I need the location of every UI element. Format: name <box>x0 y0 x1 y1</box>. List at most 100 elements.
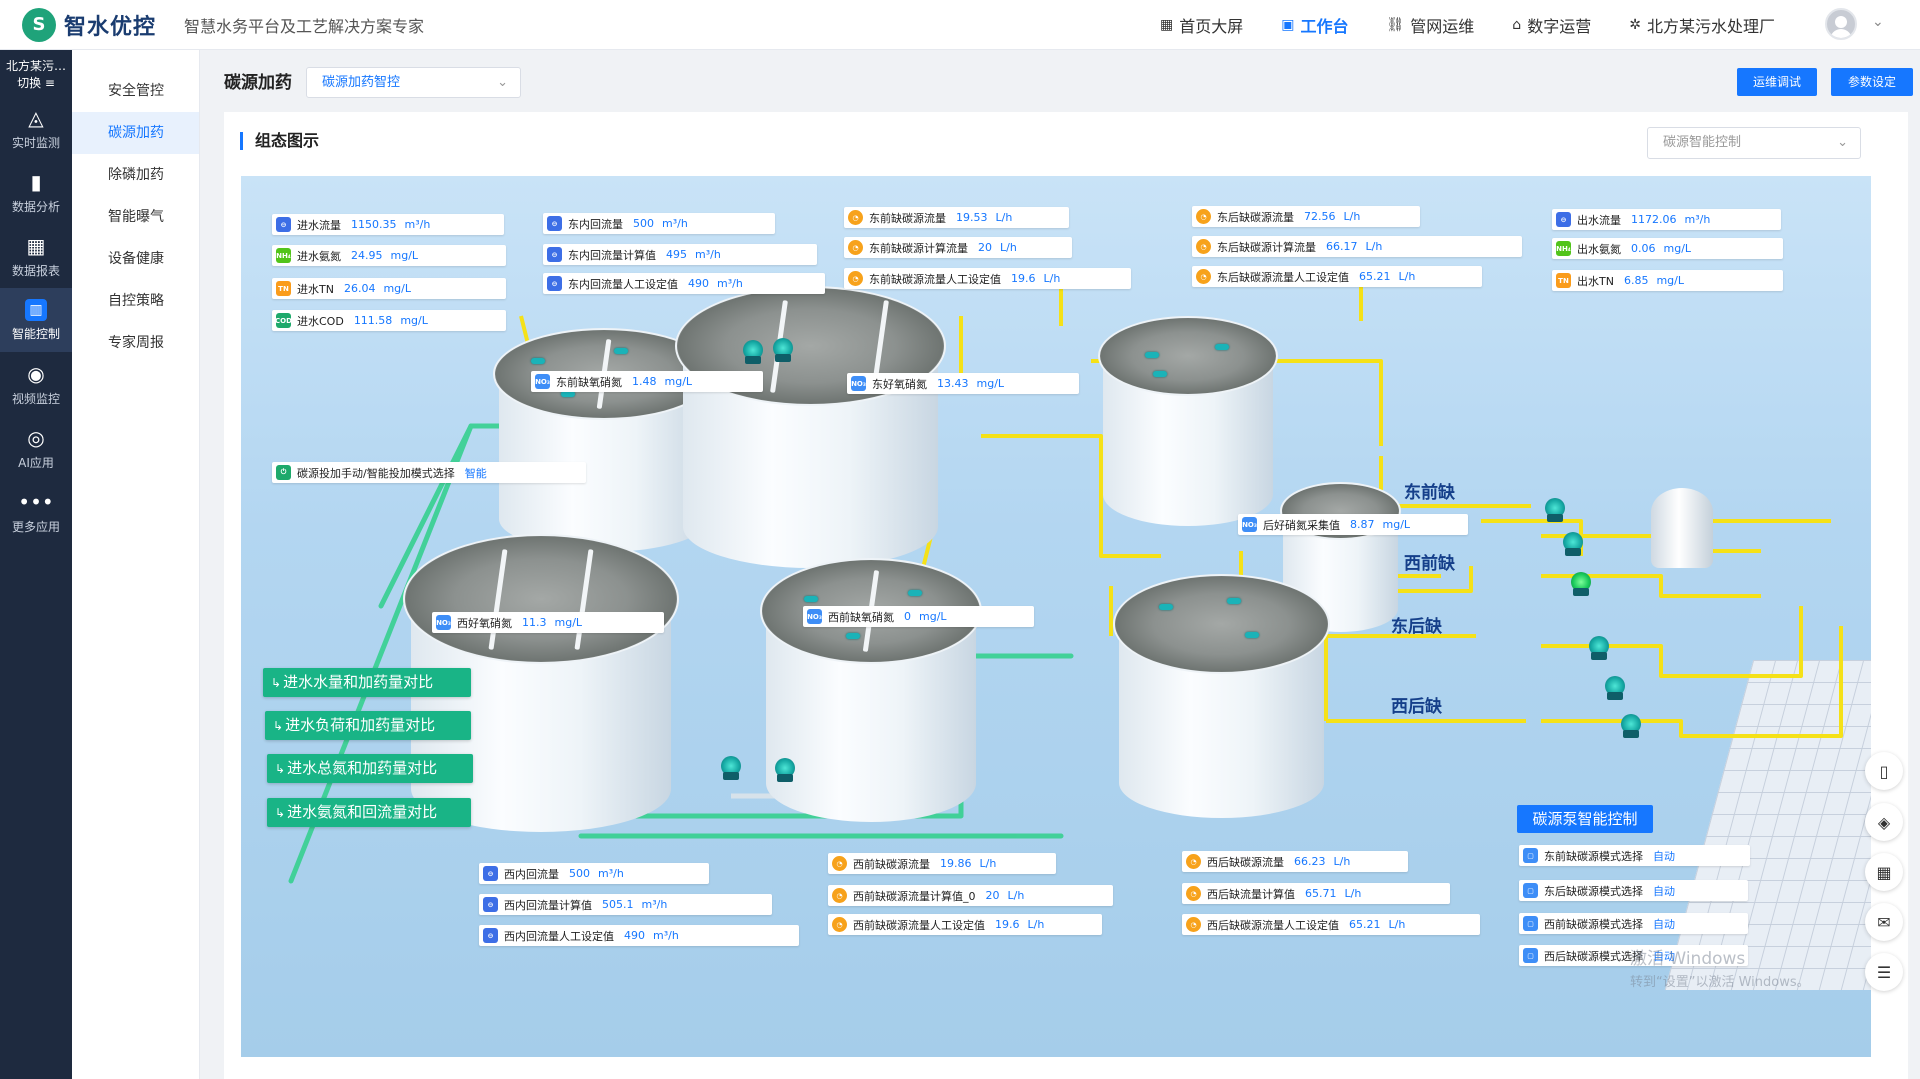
rail-item-more[interactable]: •••更多应用 <box>11 489 60 534</box>
plant-switcher[interactable]: 北方某污… 切换 ≡ <box>5 59 66 90</box>
dosing-pump[interactable] <box>1587 632 1611 660</box>
dosing-pump[interactable] <box>1603 672 1627 700</box>
ops-debug-button[interactable]: 运维调试 <box>1737 68 1817 96</box>
nav-plant[interactable]: ✲北方某污水处理厂 <box>1629 17 1775 36</box>
east-pre-mode-select[interactable]: ▢东前缺碳源模式选择自动 <box>1519 845 1750 866</box>
mode-select[interactable]: 碳源加药智控⌄ <box>306 67 521 98</box>
table-icon: ▦ <box>26 233 46 258</box>
nitrate-icon: NO₃ <box>1242 517 1257 532</box>
gauge-icon: ◔ <box>832 888 847 903</box>
logo[interactable]: S 智水优控 <box>22 7 156 42</box>
nav-home-screen[interactable]: ▦首页大屏 <box>1160 17 1244 36</box>
nav-digital-ops[interactable]: ⌂数字运营 <box>1512 17 1592 36</box>
return-pump[interactable] <box>741 336 765 364</box>
rail-item-analysis[interactable]: ▮数据分析 <box>11 169 60 214</box>
submenu-item-weekly[interactable]: 专家周报 <box>108 335 164 351</box>
ammonia-icon: NH₄ <box>1556 241 1571 256</box>
control-select[interactable]: 碳源智能控制⌄ <box>1647 127 1861 159</box>
grid-icon: ▦ <box>1160 17 1174 33</box>
east-post-mode-select[interactable]: ▢东后缺碳源模式选择自动 <box>1519 880 1748 901</box>
rail-item-ai[interactable]: ◎AI应用 <box>18 425 54 470</box>
gauge-icon: ◔ <box>1196 209 1211 224</box>
param-settings-button[interactable]: 参数设定 <box>1831 68 1913 96</box>
mail-icon[interactable]: ✉ <box>1865 903 1903 941</box>
dosing-pump[interactable] <box>1619 710 1643 738</box>
submenu-item-carbon-dosing[interactable]: 碳源加药 <box>72 112 199 154</box>
avatar[interactable] <box>1825 8 1857 40</box>
nav-pipe-network[interactable]: ⛓管网运维 <box>1386 17 1475 36</box>
mode-icon: ▢ <box>1523 916 1538 931</box>
return-pump[interactable] <box>719 752 743 780</box>
rail-item-monitor[interactable]: ◬实时监测 <box>11 105 60 150</box>
dosing-mode-select[interactable]: ⏻碳源投加手动/智能投加模式选择智能 <box>272 462 586 483</box>
rail-item-reports[interactable]: ▦数据报表 <box>11 233 60 278</box>
west-pre-mode-select[interactable]: ▢西前缺碳源模式选择自动 <box>1519 913 1748 934</box>
tn-icon: TN <box>1556 273 1571 288</box>
submenu-item-equipment[interactable]: 设备健康 <box>108 251 164 267</box>
submenu-item-safety[interactable]: 安全管控 <box>108 83 164 99</box>
chevron-down-icon: ⌄ <box>1837 135 1848 150</box>
shield-icon[interactable]: ◈ <box>1865 803 1903 841</box>
chevron-down-icon[interactable]: ⌄ <box>1872 14 1884 30</box>
flow-icon: ⊖ <box>1556 212 1571 227</box>
list-icon[interactable]: ☰ <box>1865 953 1903 991</box>
compare-tn-dosing-button[interactable]: ↳进水总氮和加药量对比 <box>267 754 473 783</box>
west-post-mode-select[interactable]: ▢西后缺碳源模式选择自动 <box>1519 945 1748 966</box>
pump-control-title: 碳源泵智能控制 <box>1517 805 1653 833</box>
compare-load-dosing-button[interactable]: ↳进水负荷和加药量对比 <box>265 711 471 740</box>
ammonia-icon: NH₄ <box>276 248 291 263</box>
dosing-pump[interactable] <box>1561 528 1585 556</box>
return-pump[interactable] <box>773 754 797 782</box>
tn-icon: TN <box>276 281 291 296</box>
flow-icon: ⊖ <box>483 897 498 912</box>
zone-east-post-anoxic: 东后缺 <box>1391 617 1442 637</box>
submenu-item-aeration[interactable]: 智能曝气 <box>108 209 164 225</box>
submenu-item-strategy[interactable]: 自控策略 <box>108 293 164 309</box>
workbench-icon: ▣ <box>1281 17 1295 33</box>
book-icon[interactable]: ▯ <box>1865 752 1903 790</box>
compare-inflow-dosing-button[interactable]: ↳进水水量和加药量对比 <box>263 668 471 697</box>
apps-icon[interactable]: ▦ <box>1865 853 1903 891</box>
card-title: 组态图示 <box>240 132 319 150</box>
dosing-pump-running[interactable] <box>1569 568 1593 596</box>
submenu-item-phosphorus[interactable]: 除磷加药 <box>108 167 164 183</box>
rail-item-video[interactable]: ◉视频监控 <box>11 361 60 406</box>
compare-ammonia-return-button[interactable]: ↳进水氨氮和回流量对比 <box>267 798 471 827</box>
nitrate-icon: NO₃ <box>851 376 866 391</box>
dosing-pump[interactable] <box>1543 494 1567 522</box>
return-pump[interactable] <box>771 334 795 362</box>
rail-item-smart-control[interactable]: ▥智能控制 <box>0 288 72 352</box>
nav-workbench[interactable]: ▣工作台 <box>1281 17 1349 36</box>
